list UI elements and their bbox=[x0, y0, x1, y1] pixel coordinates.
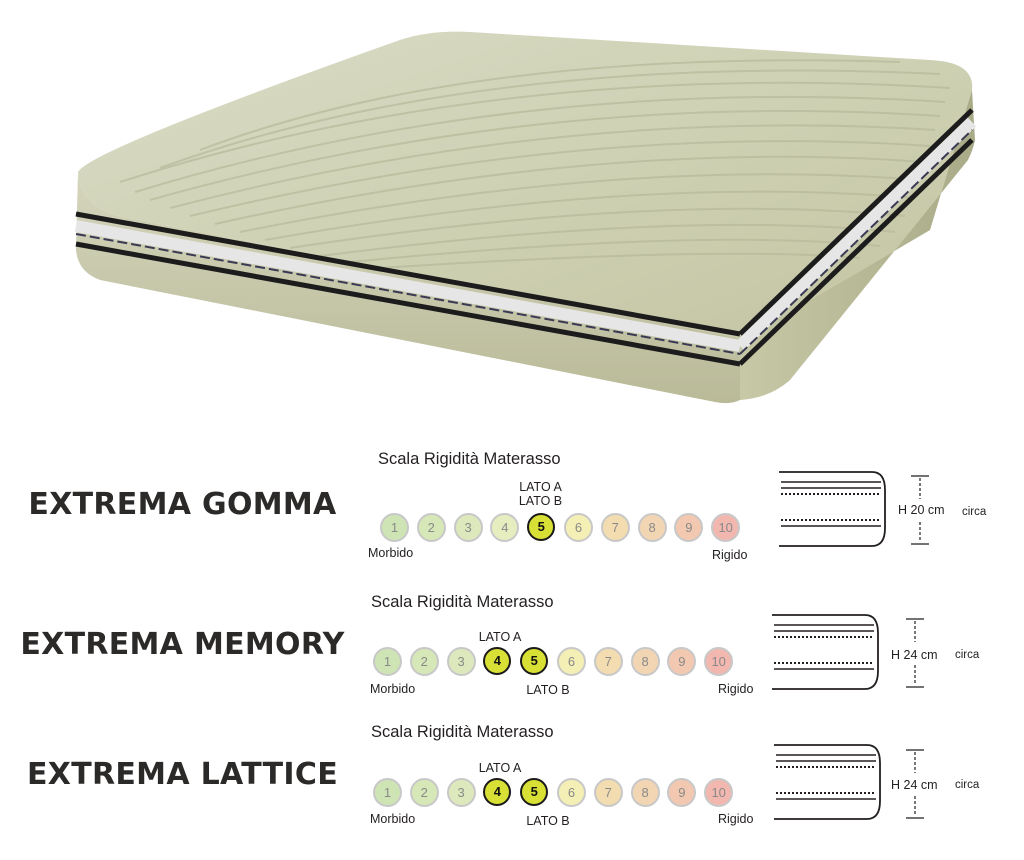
scale-title: Scala Rigidità Materasso bbox=[371, 593, 554, 611]
height-label: H 24 cm bbox=[891, 648, 938, 662]
height-indicator bbox=[906, 749, 924, 819]
lato-b-label: LATO B bbox=[518, 494, 563, 508]
firm-label: Rigido bbox=[718, 682, 754, 696]
scale-title: Scala Rigidità Materasso bbox=[378, 450, 561, 468]
scale-title: Scala Rigidità Materasso bbox=[371, 723, 554, 741]
firmness-level-9: 9 bbox=[674, 513, 704, 542]
height-label: H 24 cm bbox=[891, 778, 938, 792]
firmness-level-7: 7 bbox=[593, 647, 623, 676]
firmness-level-4: 4 bbox=[490, 513, 520, 542]
lato-a-label: LATO A bbox=[478, 630, 522, 644]
lato-b-label: LATO B bbox=[526, 814, 570, 828]
firmness-level-3: 3 bbox=[446, 778, 476, 807]
firmness-level-3: 3 bbox=[446, 647, 476, 676]
soft-label: Morbido bbox=[370, 812, 416, 826]
firmness-level-6: 6 bbox=[557, 647, 586, 676]
firmness-level-2: 2 bbox=[416, 513, 446, 542]
firmness-level-7: 7 bbox=[600, 513, 630, 542]
firmness-level-5: 5 bbox=[520, 647, 549, 675]
firmness-level-1: 1 bbox=[373, 778, 402, 807]
firmness-level-1: 1 bbox=[380, 513, 409, 542]
circa-label: circa bbox=[962, 506, 987, 518]
firmness-level-9: 9 bbox=[667, 778, 697, 807]
mattress-image bbox=[74, 31, 977, 404]
soft-label: Morbido bbox=[368, 546, 414, 560]
product-name: EXTREMA MEMORY bbox=[20, 627, 345, 662]
height-indicator bbox=[911, 475, 929, 545]
mattress-layers-diagram bbox=[779, 471, 886, 547]
firmness-level-6: 6 bbox=[557, 778, 586, 807]
firm-label: Rigido bbox=[712, 548, 748, 562]
lato-b-label: LATO B bbox=[526, 683, 570, 697]
firmness-level-7: 7 bbox=[593, 778, 623, 807]
firmness-level-10: 10 bbox=[704, 647, 734, 676]
firmness-level-4: 4 bbox=[483, 647, 512, 675]
lato-a-label: LATO A bbox=[519, 480, 562, 494]
height-label: H 20 cm bbox=[898, 503, 945, 517]
firmness-level-4: 4 bbox=[483, 778, 512, 806]
firmness-level-1: 1 bbox=[373, 647, 402, 676]
firmness-level-9: 9 bbox=[667, 647, 697, 676]
firmness-level-2: 2 bbox=[409, 778, 439, 807]
firmness-level-8: 8 bbox=[630, 647, 660, 676]
product-row-lattice: EXTREMA LATTICE Scala Rigidità Materasso… bbox=[0, 715, 1024, 860]
product-row-memory: EXTREMA MEMORY Scala Rigidità Materasso … bbox=[0, 585, 1024, 730]
firmness-level-3: 3 bbox=[453, 513, 483, 542]
soft-label: Morbido bbox=[370, 682, 416, 696]
firmness-level-8: 8 bbox=[630, 778, 660, 807]
product-name: EXTREMA LATTICE bbox=[27, 757, 338, 792]
firmness-level-8: 8 bbox=[637, 513, 667, 542]
circa-label: circa bbox=[955, 779, 980, 791]
firmness-level-5: 5 bbox=[520, 778, 549, 806]
mattress-layers-diagram bbox=[772, 614, 879, 690]
firmness-level-5: 5 bbox=[527, 513, 556, 541]
mattress-layers-diagram bbox=[774, 744, 881, 820]
lato-a-label: LATO A bbox=[478, 761, 522, 775]
firmness-level-6: 6 bbox=[564, 513, 593, 542]
firm-label: Rigido bbox=[718, 812, 754, 826]
firmness-level-2: 2 bbox=[409, 647, 439, 676]
circa-label: circa bbox=[955, 649, 980, 661]
firmness-level-10: 10 bbox=[711, 513, 741, 542]
product-name: EXTREMA GOMMA bbox=[28, 487, 337, 522]
height-indicator bbox=[906, 618, 924, 688]
product-row-gomma: EXTREMA GOMMA Scala Rigidità Materasso L… bbox=[0, 440, 1024, 585]
firmness-level-10: 10 bbox=[704, 778, 734, 807]
